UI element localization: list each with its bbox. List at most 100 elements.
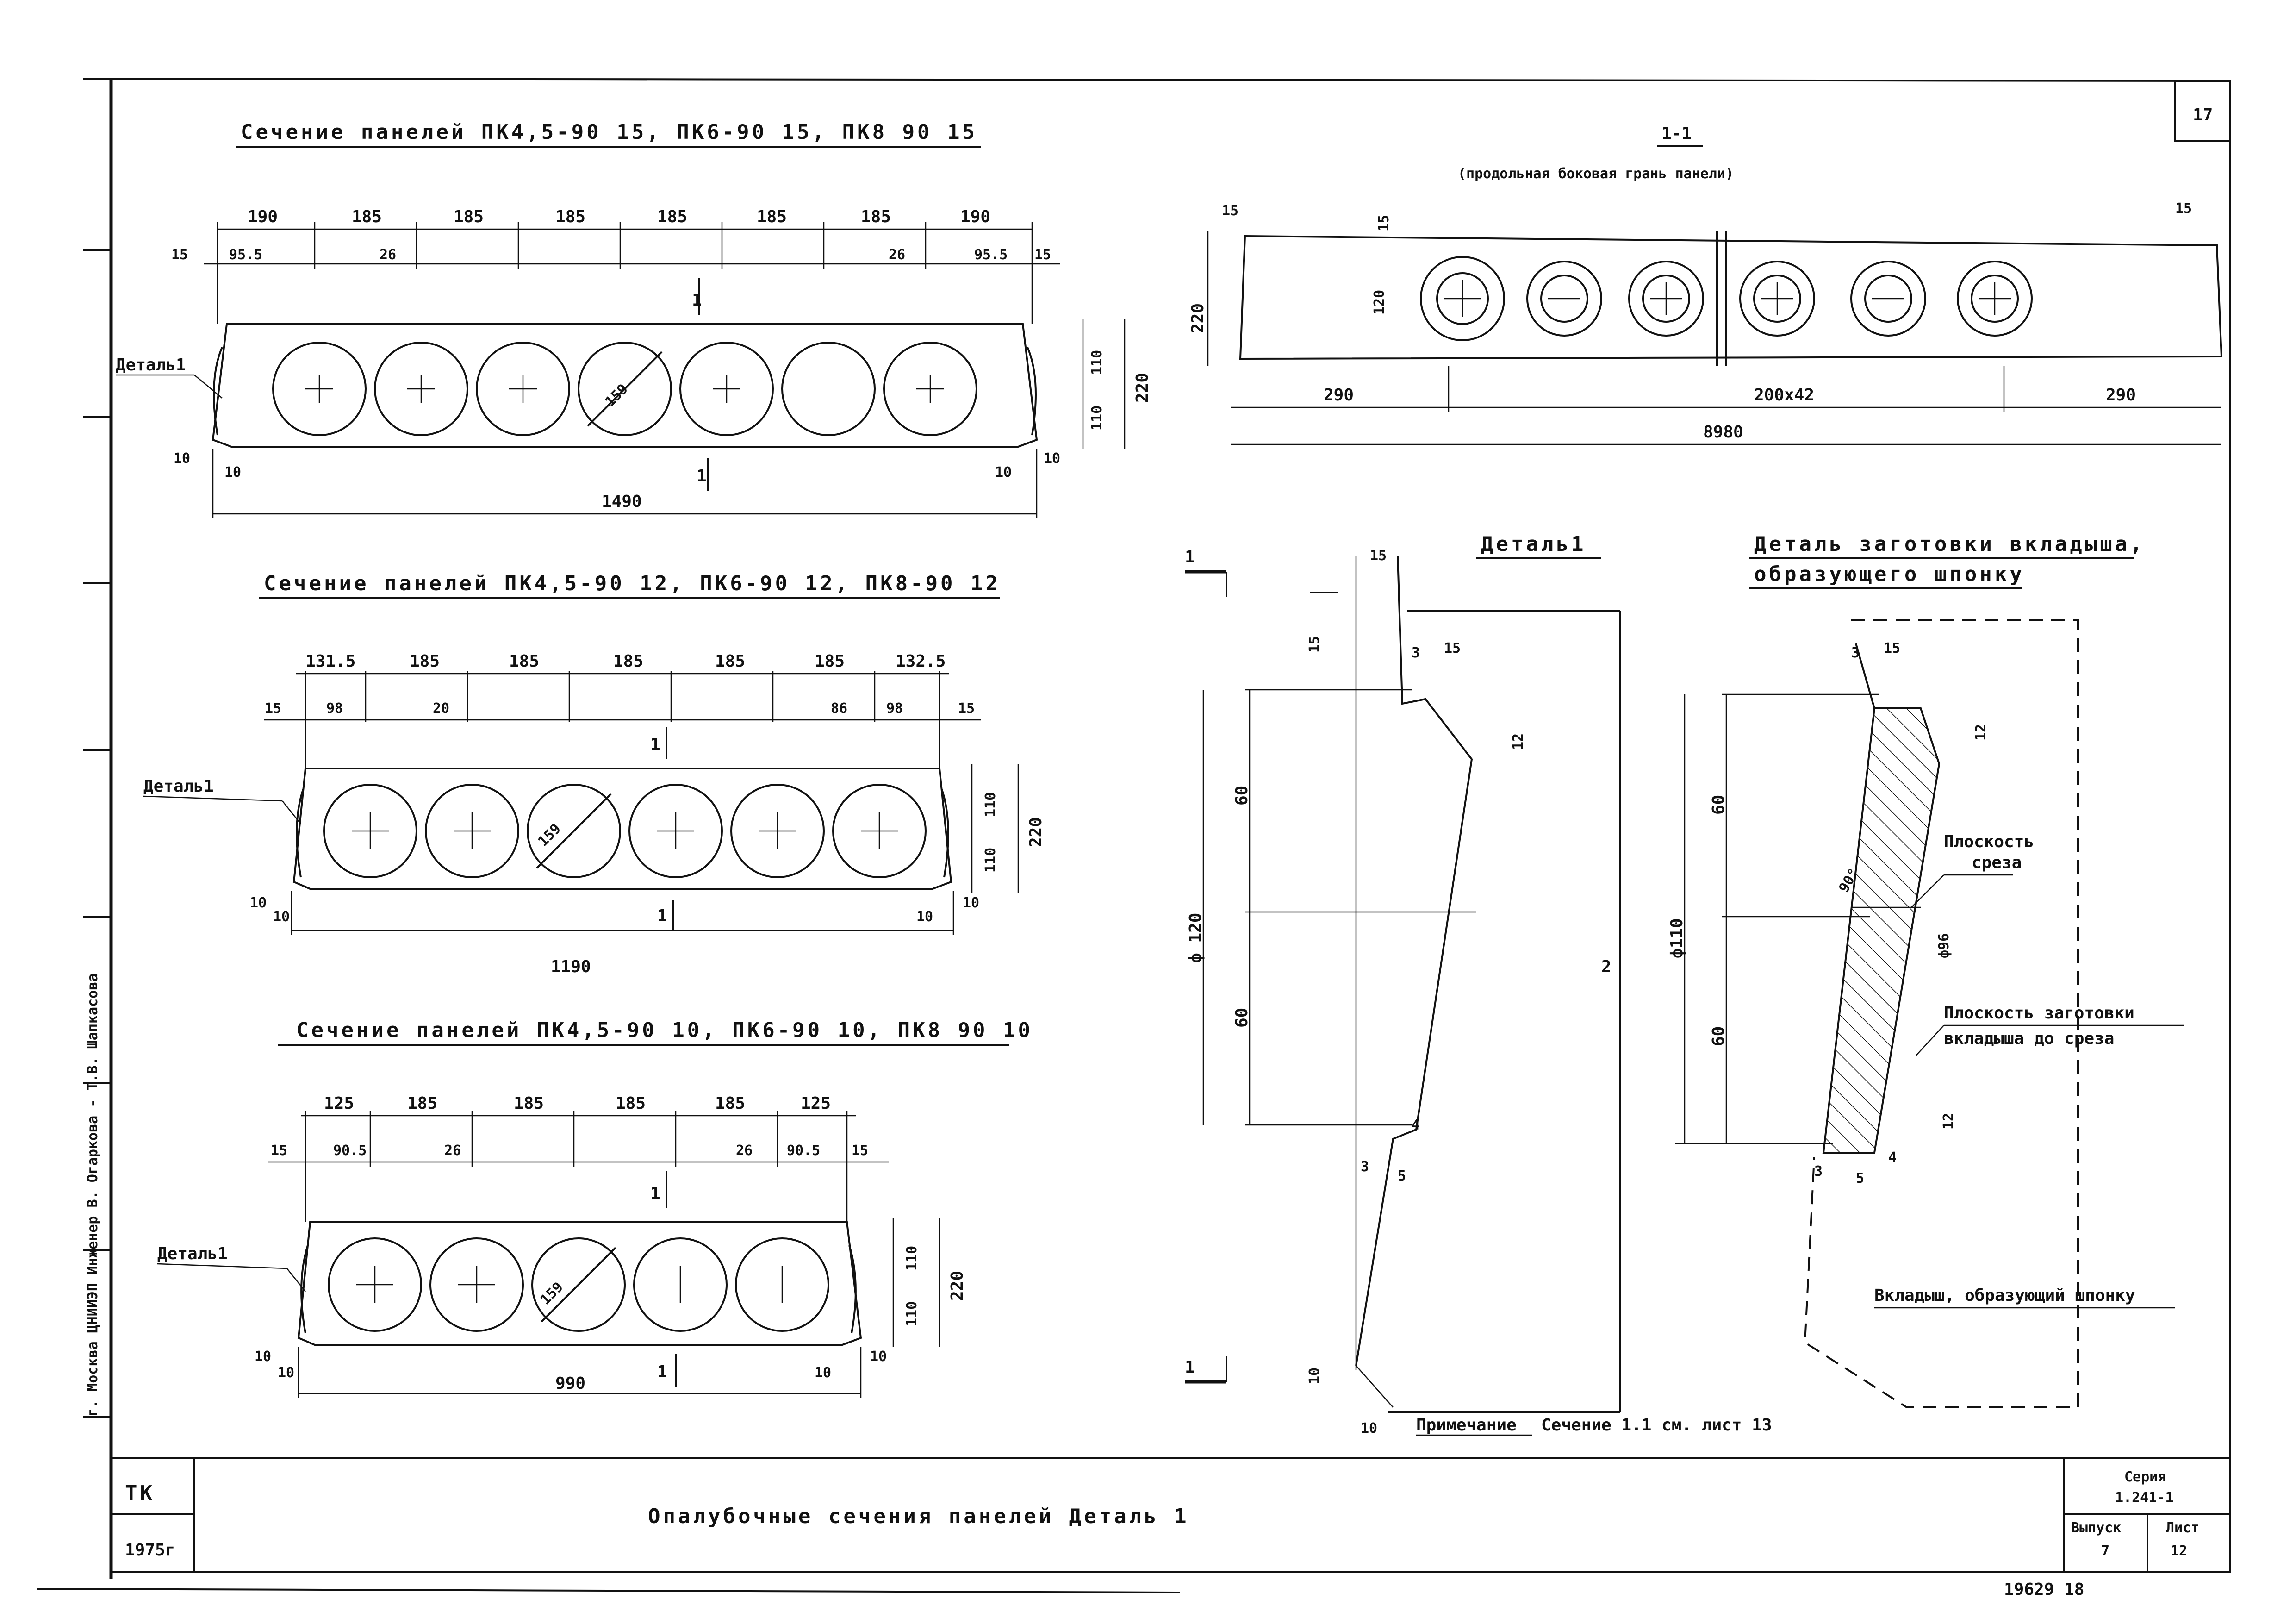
dimension-label: 290 — [2106, 386, 2136, 405]
dimension-label: 15 — [1034, 247, 1051, 263]
dimension-label: 3 — [1412, 645, 1420, 661]
stamp-sheet-value: 12 — [2171, 1543, 2187, 1559]
dimension-label: 190 — [248, 207, 278, 226]
section-15-hole-diameter: 159 — [602, 381, 631, 410]
dimension-label: 131.5 — [305, 652, 355, 671]
dimension-label: 15 — [265, 700, 281, 717]
stamp-series-label: Серия — [2124, 1469, 2166, 1485]
dimension-label: 26 — [889, 247, 905, 263]
dimension-label: 125 — [324, 1094, 354, 1113]
section-12-sub-dims: 15 98 20 86 98 15 — [265, 700, 975, 717]
margin-text: г. Москва ЦНИИЭП Инженер В. Огаркова - Т… — [85, 974, 101, 1417]
long-section: 1-1 (продольная боковая грань панели) 15… — [1188, 124, 2223, 445]
section-10-hole-diameter: 159 — [537, 1279, 566, 1308]
section-10-detail-label: Деталь1 — [157, 1244, 228, 1263]
insert-detail-title-2: образующего шпонку — [1754, 562, 2025, 586]
dimension-label: 15 — [958, 700, 975, 717]
title-block: ТК 1975г Опалубочные сечения панелей Дет… — [111, 1457, 2231, 1573]
dimension-label: 220 — [948, 1271, 967, 1301]
dimension-label: 185 — [514, 1094, 544, 1113]
dimension-label: 15 — [1370, 548, 1387, 564]
dimension-label: 132.5 — [896, 652, 946, 671]
note-text: Сечение 1.1 см. лист 13 — [1541, 1416, 1772, 1435]
dimension-label: 26 — [444, 1143, 461, 1159]
dimension-label: 26 — [736, 1143, 753, 1159]
section-12-mark-top: 1 — [650, 735, 660, 754]
dimension-label: 10 — [278, 1365, 294, 1381]
dimension-label: 185 — [613, 652, 643, 671]
stamp-org-bottom: 1975г — [125, 1541, 175, 1560]
insert-label-blank-1: Плоскость заготовки — [1944, 1004, 2134, 1023]
dimension-label: 185 — [454, 207, 484, 226]
dimension-label: 12 — [1510, 733, 1526, 750]
section-12-title: Сечение панелей ПК4,5-90 12, ПК6-90 12, … — [264, 572, 1001, 595]
dimension-label: 185 — [555, 207, 585, 226]
dimension-label: 60 — [1232, 786, 1251, 806]
section-15-width: 1490 — [602, 492, 642, 511]
sheet-number-box: 17 — [2174, 80, 2231, 142]
insert-label-insert: Вкладыш, образующий шпонку — [1874, 1286, 2135, 1305]
section-15-top-dims: 190 185 185 185 185 185 185 190 — [248, 207, 990, 226]
section-12-mark-bottom: 1 — [657, 906, 667, 925]
section-10: Сечение панелей ПК4,5-90 10, ПК6-90 10, … — [157, 1018, 1030, 1398]
long-section-holes — [1420, 256, 2033, 341]
dimension-label: 110 — [1089, 406, 1105, 431]
long-section-subtitle: (продольная боковая грань панели) — [1458, 166, 1734, 182]
dimension-label: 185 — [407, 1094, 437, 1113]
dimension-label: 20 — [433, 700, 449, 717]
dimension-label: 10 — [174, 450, 190, 467]
section-15-sub-dims: 15 95.5 26 26 95.5 15 — [171, 247, 1051, 263]
dimension-label: 185 — [352, 207, 382, 226]
section-12-width: 1190 — [551, 957, 591, 976]
dimension-label: 90.5 — [333, 1143, 367, 1159]
dimension-label: 5 — [1856, 1170, 1864, 1187]
dimension-label: 5 — [1398, 1168, 1406, 1184]
dimension-label: 125 — [801, 1094, 831, 1113]
dimension-label: 120 — [1371, 290, 1388, 315]
dimension-label: 10 — [224, 464, 241, 481]
dimension-label: 220 — [1188, 303, 1207, 333]
section-15-mark-top: 1 — [692, 291, 702, 310]
dimension-label: 10 — [273, 909, 290, 925]
dimension-label: 15 — [1222, 203, 1238, 219]
dimension-label: 110 — [904, 1301, 920, 1326]
dimension-label: 185 — [757, 207, 787, 226]
dimension-label: 185 — [715, 1094, 745, 1113]
insert-detail-title-1: Деталь заготовки вкладыша, — [1754, 532, 2145, 556]
note-label: Примечание — [1416, 1416, 1517, 1435]
insert-label-cut-2: среза — [1972, 853, 2022, 872]
stamp-issue-value: 7 — [2101, 1543, 2109, 1559]
section-15-detail-label: Деталь1 — [116, 356, 186, 375]
dimension-label: 110 — [983, 792, 999, 817]
dimension-label: 10 — [995, 464, 1012, 481]
dimension-label: 3 — [1361, 1159, 1369, 1175]
section-15-holes: 159 — [272, 342, 977, 436]
section-15-title: Сечение панелей ПК4,5-90 15, ПК6-90 15, … — [241, 120, 977, 144]
dimension-label: 60 — [1709, 1026, 1728, 1046]
dimension-label: 15 — [1884, 640, 1900, 656]
insert-label-blank-2: вкладыша до среза — [1944, 1029, 2114, 1048]
dimension-label: 12 — [1941, 1113, 1957, 1130]
dimension-label: 110 — [904, 1246, 920, 1271]
dimension-label: 15 — [1376, 215, 1392, 231]
stamp-issue-label: Выпуск — [2071, 1520, 2121, 1536]
section-12-detail-label: Деталь1 — [143, 777, 214, 796]
dimension-label: 200x42 — [1754, 386, 1814, 405]
dimension-label: 10 — [963, 895, 979, 911]
section-10-width: 990 — [555, 1374, 585, 1393]
dimension-label: 98 — [326, 700, 343, 717]
dimension-label: 1 — [1185, 1358, 1195, 1377]
dimension-label: 10 — [815, 1365, 831, 1381]
section-12: Сечение панелей ПК4,5-90 12, ПК6-90 12, … — [143, 572, 1045, 976]
section-10-top-dims: 125 185 185 185 185 125 — [324, 1094, 831, 1113]
dimension-label: 220 — [1133, 373, 1152, 403]
section-10-mark-bottom: 1 — [657, 1362, 667, 1381]
dimension-label: 4 — [1412, 1117, 1420, 1133]
dimension-label: 190 — [960, 207, 990, 226]
dimension-label: 290 — [1324, 386, 1354, 405]
dimension-label: 185 — [861, 207, 891, 226]
dimension-label: ф110 — [1668, 918, 1686, 958]
dimension-label: 60 — [1709, 795, 1728, 815]
bottom-number: 19629 18 — [2004, 1580, 2084, 1599]
